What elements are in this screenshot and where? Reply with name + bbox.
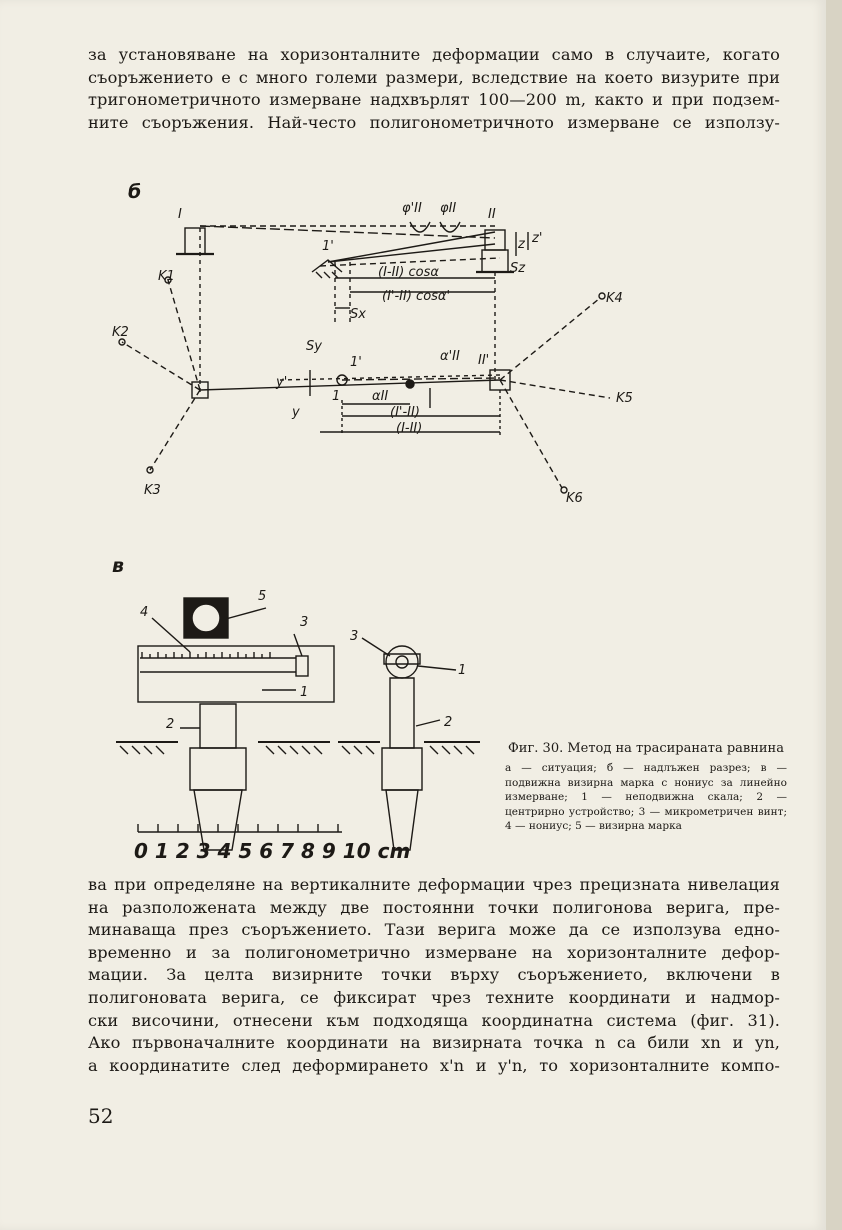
annotation-label: α'II (440, 349, 460, 364)
text-line: минаваща през съоръжението. Тази верига … (88, 920, 780, 940)
figure-caption: Фиг. 30. Метод на трасираната равнина а … (505, 740, 787, 834)
device-label: 4 (140, 605, 148, 620)
device-label: 1 (300, 685, 308, 700)
plan-diagram (118, 276, 611, 494)
point-label: I (178, 207, 182, 222)
panel-label-v: в (112, 555, 124, 577)
text-line: ски височини, отнесени към подходяща коо… (88, 1010, 780, 1030)
text-line: съоръжението е с много големи размери, в… (88, 67, 780, 87)
page-edge (826, 0, 842, 1230)
device-label: 1 (458, 663, 466, 678)
point-label: K6 (566, 491, 583, 506)
text-line: мации. За целта визирните точки върху съ… (88, 965, 780, 985)
text-line: Ако първоначалните координати на визирна… (88, 1033, 780, 1053)
scale-ruler (137, 824, 342, 833)
panel-label-b: б (128, 181, 141, 203)
text-line: полигоновата верига, се фиксират чрез те… (88, 987, 780, 1007)
text-line: ните съоръжения. Най-често полигонометри… (88, 112, 780, 132)
point-label: 1' (322, 239, 334, 254)
annotation-label: y (291, 405, 300, 420)
text-line: тригонометричното измерване надхвърлят 1… (88, 90, 780, 110)
annotation-label: 1 (332, 389, 340, 404)
device-drawing-side (338, 637, 480, 851)
annotation-label: φII (440, 201, 456, 216)
device-label: 3 (350, 629, 358, 644)
annotation-label: z (517, 237, 526, 252)
text-line: ва при определяне на вертикалните деформ… (88, 875, 780, 894)
device-drawing-front (116, 597, 335, 851)
device-label: 2 (166, 717, 174, 732)
point-label: K5 (616, 391, 633, 406)
ruler-label: 0 1 2 3 4 5 6 7 8 9 10 cm (134, 839, 410, 863)
point-label: K3 (144, 483, 161, 498)
text-line: за установяване на хоризонталните деформ… (88, 45, 780, 64)
figure-30: б в I II 1' φ'II φII z z' Sz (I-II) cosα… (112, 181, 633, 863)
device-label: 5 (258, 589, 266, 604)
top-paragraph: за установяване на хоризонталните деформ… (88, 44, 780, 134)
bottom-paragraph: ва при определяне на вертикалните деформ… (88, 874, 780, 1077)
annotation-label: z' (531, 231, 542, 246)
annotation-label: y' (275, 375, 287, 390)
annotation-label: Sy (306, 339, 322, 354)
point-label: K1 (158, 269, 175, 284)
annotation-label: (I'-II) (390, 405, 420, 420)
page-number: 52 (88, 1104, 114, 1128)
caption-title: Фиг. 30. Метод на трасираната равнина (508, 741, 784, 756)
text-line: на разположената между две постоянни точ… (88, 897, 780, 917)
annotation-label: Sx (350, 307, 366, 322)
annotation-label: (I-II) (396, 421, 422, 436)
annotation-label: 1' (350, 355, 362, 370)
annotation-label: Sz (510, 261, 526, 276)
caption-text: а — ситуация; б — надлъжен разрез; в — п… (505, 762, 787, 832)
annotation-label: (I-II) cosα (378, 265, 439, 280)
point-label: K4 (606, 291, 623, 306)
section-diagram (176, 221, 529, 392)
text-line: временно и за полигонометрично измерване… (88, 942, 780, 962)
device-label: 3 (300, 615, 308, 630)
text-line: а координатите след деформирането x'n и … (88, 1055, 780, 1075)
point-label: K2 (112, 325, 129, 340)
device-label: 2 (444, 715, 452, 730)
point-label: II' (478, 353, 489, 368)
annotation-label: φ'II (402, 201, 422, 216)
annotation-label: αII (372, 389, 388, 404)
point-label: II (488, 207, 496, 222)
annotation-label: (I'-II) cosα' (382, 289, 450, 304)
